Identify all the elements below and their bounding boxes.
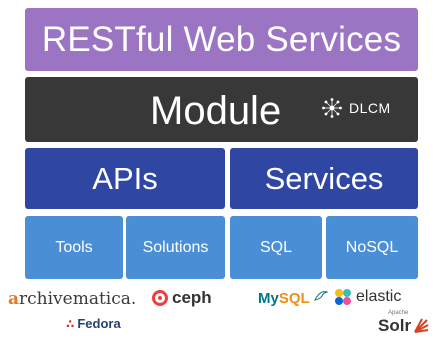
elastic-icon [335,289,351,305]
fedora-text: Fedora [77,316,121,331]
ceph-icon [152,290,168,306]
module-label: Module [150,89,282,133]
services-layer: Services [230,148,418,209]
mysql-logo: MySQL [258,290,329,307]
archivematica-logo: archivematica. [8,289,136,309]
sql-label: SQL [259,238,292,256]
apis-label: APIs [92,160,158,196]
fedora-logo: ∴ Fedora [66,316,121,331]
apis-layer: APIs [25,148,225,209]
solutions-label: Solutions [142,238,209,256]
restful-web-services-layer: RESTful Web Services [25,8,418,71]
solr-logo: Solr [378,316,429,336]
services-label: Services [264,160,384,196]
solutions-box: Solutions [126,216,225,279]
solr-sun-icon [414,318,429,333]
elastic-logo: elastic [334,288,401,306]
nosql-label: NoSQL [345,238,399,256]
ceph-text: ceph [172,288,212,307]
network-icon [322,98,342,118]
tools-box: Tools [25,216,123,279]
archivematica-mark: a [8,289,20,309]
fedora-icon: ∴ [66,316,75,331]
nosql-box: NoSQL [326,216,418,279]
module-layer: Module [25,77,418,142]
mysql-my-text: My [258,290,279,307]
solr-apache-label: Apache [388,310,409,316]
tools-label: Tools [55,238,93,256]
dolphin-icon [313,291,329,301]
ceph-logo: ceph [152,288,212,308]
sql-box: SQL [230,216,322,279]
restful-web-services-label: RESTful Web Services [41,19,402,59]
mysql-sql-text: SQL [278,290,310,307]
dlcm-badge: DLCM [321,97,391,119]
elastic-text: elastic [356,288,402,305]
dlcm-label: DLCM [349,100,391,116]
solr-text: Solr [378,316,412,335]
archivematica-text: rchivematica. [19,289,137,309]
